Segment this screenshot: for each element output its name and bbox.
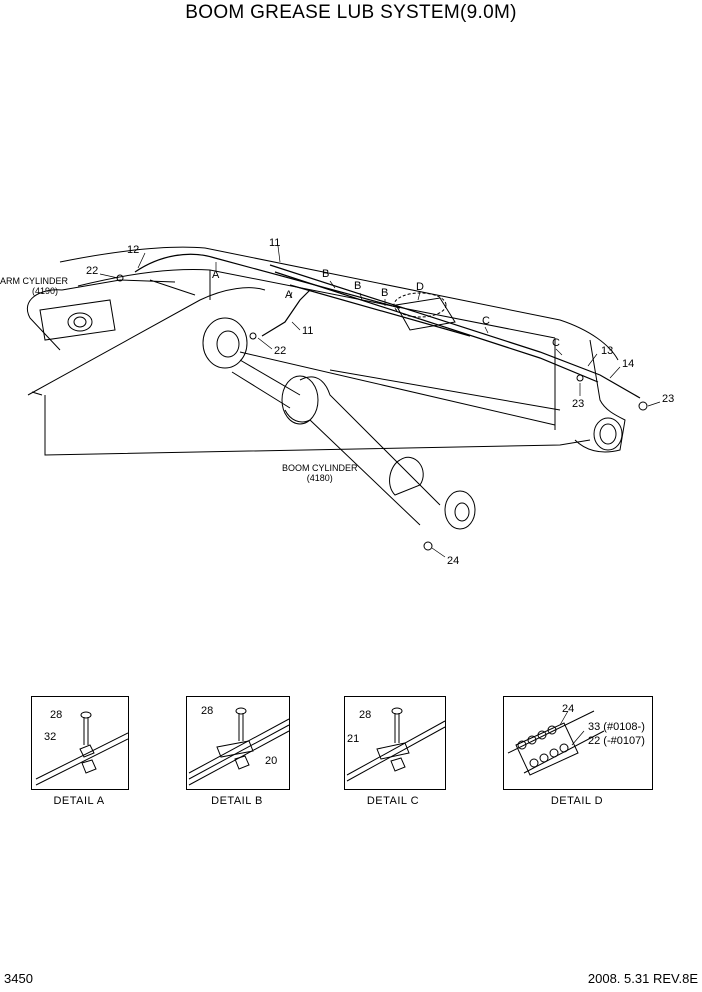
detail-d-caption: DETAIL D [550, 795, 604, 807]
detail-a-part-28: 28 [50, 709, 63, 721]
cylinder-head-eye-inner [216, 330, 240, 358]
boom-lower-edge [27, 287, 266, 396]
part-11-callout: 11 [269, 237, 281, 249]
part-23-callout: 23 [572, 398, 585, 410]
detail-c-caption: DETAIL C [366, 795, 420, 807]
cylinder-bottom-eye [444, 490, 476, 530]
detail-a-drawing [35, 711, 129, 786]
hose-main-1 [269, 264, 641, 399]
arm-pin [67, 312, 93, 332]
boom-side-face [44, 395, 591, 456]
cylinder-body [284, 376, 441, 526]
detail-d-part-24: 24 [562, 703, 575, 715]
hose-11-lower [261, 289, 311, 337]
hose-main-2 [274, 271, 599, 383]
part-23-callout: 23 [662, 393, 675, 405]
detail-b-caption: DETAIL B [211, 795, 263, 807]
part-24-callout: 24 [447, 555, 460, 567]
part-12-callout: 12 [127, 244, 140, 256]
detail-c-ref: C [482, 315, 490, 327]
arm-cylinder-label: ARM CYLINDER (4190) [0, 276, 69, 296]
part-22-callout: 22 [86, 265, 99, 277]
boom-face-line-2 [329, 369, 561, 411]
part-14-callout: 14 [622, 358, 635, 370]
arm-end-shape [26, 279, 121, 351]
detail-a-caption: DETAIL A [53, 795, 105, 807]
page-title: BOOM GREASE LUB SYSTEM(9.0M) [185, 2, 517, 23]
detail-c-box: 28 21 [344, 696, 446, 790]
part-22-callout: 22 [274, 345, 287, 357]
detail-b-part-28: 28 [201, 705, 214, 717]
detail-d-box: 24 33 (#0108-) 22 (-#0107) [503, 696, 653, 790]
cylinder-rod [231, 359, 301, 409]
detail-b-box: 28 20 [186, 696, 290, 790]
boom-cylinder-label: BOOM CYLINDER (4180) [282, 463, 358, 483]
boom-foot-pin-inner [599, 423, 617, 445]
detail-b-part-20: 20 [265, 755, 278, 767]
manifold-block [395, 297, 456, 331]
boom-inner-edge [77, 269, 556, 339]
detail-b-drawing [188, 707, 290, 786]
arm-bracket [39, 299, 116, 341]
boom-face-line [239, 351, 556, 426]
cylinder-barrel-ring [281, 375, 319, 425]
detail-d-drawing [507, 710, 605, 776]
cylinder-head-eye [202, 317, 248, 369]
cylinder-band [389, 457, 424, 496]
hose-12 [134, 253, 401, 309]
arm-lines [119, 279, 196, 296]
fitting-23-b [638, 401, 648, 411]
boom-foot [574, 339, 626, 453]
detail-a-part-32: 32 [44, 731, 57, 743]
detail-c-ref: C [552, 337, 560, 349]
cylinder-bottom-eye-inner [454, 502, 470, 522]
hose-main-3 [289, 284, 471, 337]
fitting-23-a [576, 374, 584, 382]
part-11-callout: 11 [302, 325, 314, 337]
detail-a-ref: A [285, 289, 293, 301]
fitting-24 [423, 541, 433, 551]
detail-c-part-28: 28 [359, 709, 372, 721]
detail-b-ref: B [381, 287, 389, 299]
detail-b-ref: B [322, 268, 330, 280]
detail-c-drawing [346, 707, 446, 782]
detail-b-ref: B [354, 280, 362, 292]
detail-d-part-22: 22 (-#0107) [588, 735, 645, 747]
boom-bottom-line [31, 391, 43, 396]
boom-upper-edge [59, 246, 619, 361]
part-13-callout: 13 [601, 345, 614, 357]
revision-date: 2008. 5.31 REV.8E [587, 971, 698, 986]
detail-d-part-33: 33 (#0108-) [588, 721, 645, 733]
boom-foot-pin [593, 417, 623, 451]
fitting-22-rod [249, 332, 257, 340]
detail-a-ref: A [212, 269, 220, 281]
page-number: 3450 [4, 971, 33, 986]
detail-d-ref: D [416, 281, 424, 293]
detail-c-part-21: 21 [347, 733, 360, 745]
detail-a-box: 28 32 [31, 696, 129, 790]
arm-pin-inner [73, 316, 87, 328]
leaders [99, 245, 661, 558]
